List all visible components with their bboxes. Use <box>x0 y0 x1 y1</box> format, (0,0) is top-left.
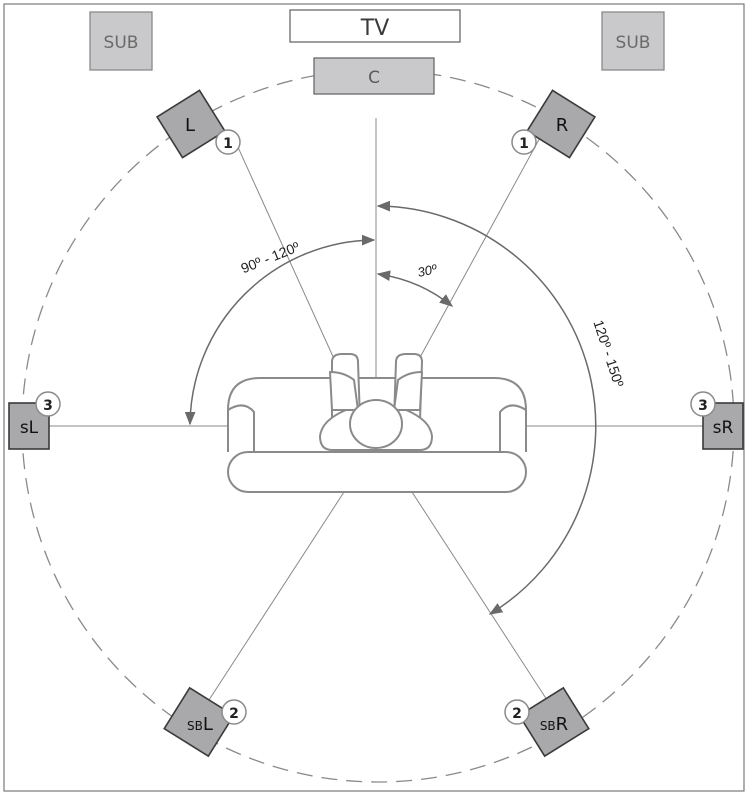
surround-back-left-speaker: SBL 2 <box>163 686 247 758</box>
surround-right-group-badge <box>690 391 716 417</box>
listener <box>319 353 433 451</box>
surround-back-right-speaker-label: SBR <box>540 714 568 735</box>
front-left-speaker-label: L <box>185 115 195 136</box>
tv-box <box>289 9 461 43</box>
front-right-group-badge <box>511 129 537 155</box>
tv-label: TV <box>360 16 390 41</box>
front-left-group-badge <box>215 129 241 155</box>
angle-arcs <box>184 200 597 615</box>
surround-back-right-suffix: R <box>556 714 569 735</box>
surround-left-speaker-label: sL <box>20 418 39 438</box>
surround-left-group-number: 3 <box>43 398 53 414</box>
surround-right-speaker-label: sR <box>713 418 734 438</box>
front-right-speaker: R 1 <box>511 89 597 159</box>
surround-back-right-group-badge <box>504 699 530 725</box>
sofa-left-arm <box>227 404 255 452</box>
surround-right-speaker: sR 3 <box>690 391 744 450</box>
back-angle-label: 120º - 150º <box>590 318 627 389</box>
front-right-line <box>411 133 543 373</box>
front-right-group-number: 1 <box>519 136 529 152</box>
surround-back-right-speaker-box <box>518 686 590 758</box>
side-angle-arc <box>184 234 376 426</box>
front-angle-arc <box>376 270 454 307</box>
surround-back-left-group-badge <box>221 699 247 725</box>
front-right-speaker-label: R <box>556 115 569 136</box>
surround-back-left-prefix: SB <box>187 719 203 733</box>
surround-back-left-group-number: 2 <box>229 706 239 722</box>
sub-left-box <box>89 11 153 71</box>
surround-back-left-speaker-label: SBL <box>187 714 213 735</box>
front-right-speaker-box <box>525 89 597 159</box>
listener-head <box>349 399 403 449</box>
side-angle-label: 90º - 120º <box>239 238 302 276</box>
sofa-seat <box>227 451 527 493</box>
sub-right-box <box>601 11 665 71</box>
surround-back-left-suffix: L <box>203 714 213 735</box>
center-speaker-label: C <box>368 68 380 88</box>
front-left-group-number: 1 <box>223 136 233 152</box>
center-speaker-box <box>313 57 435 95</box>
surround-right-group-number: 3 <box>698 398 708 414</box>
sofa-right-arm <box>499 404 527 452</box>
surround-left-group-badge <box>35 391 61 417</box>
listener-right-shin <box>393 371 423 411</box>
listener-left-shin <box>329 371 359 411</box>
room-border <box>3 3 745 792</box>
front-left-speaker-box <box>155 89 227 159</box>
surround-back-right-group-number: 2 <box>512 706 522 722</box>
surround-back-right-speaker: SBR 2 <box>504 686 590 758</box>
surround-back-left-speaker-box <box>163 686 235 758</box>
surround-back-right-prefix: SB <box>540 719 556 733</box>
back-angle-arc <box>376 200 597 615</box>
back-right-line <box>411 491 561 721</box>
sub-left-label: SUB <box>104 33 139 53</box>
front-angle-label: 30º <box>416 261 439 280</box>
front-left-speaker: L 1 <box>155 89 241 159</box>
sub-right-label: SUB <box>616 33 651 53</box>
surround-left-speaker: sL 3 <box>8 391 61 450</box>
back-left-line <box>195 491 345 721</box>
